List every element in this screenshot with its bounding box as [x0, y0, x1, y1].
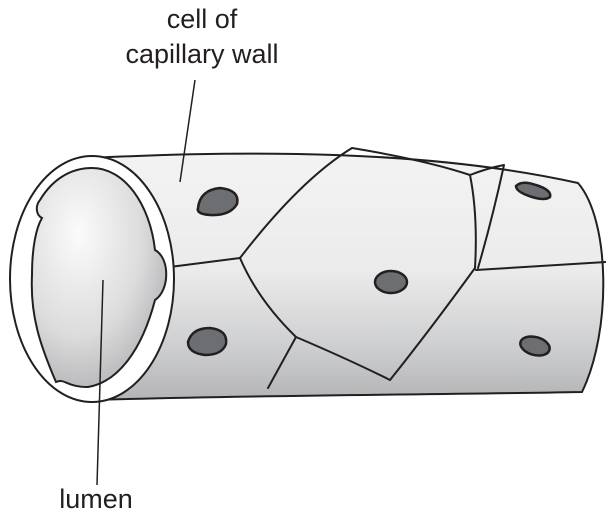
label-cell-line-1: cell of: [167, 4, 238, 34]
label-lumen: lumen: [59, 484, 133, 514]
nucleus: [375, 271, 407, 293]
capillary-opening: [10, 156, 174, 402]
nucleus: [188, 328, 226, 355]
label-cell-line-2: capillary wall: [125, 39, 278, 69]
